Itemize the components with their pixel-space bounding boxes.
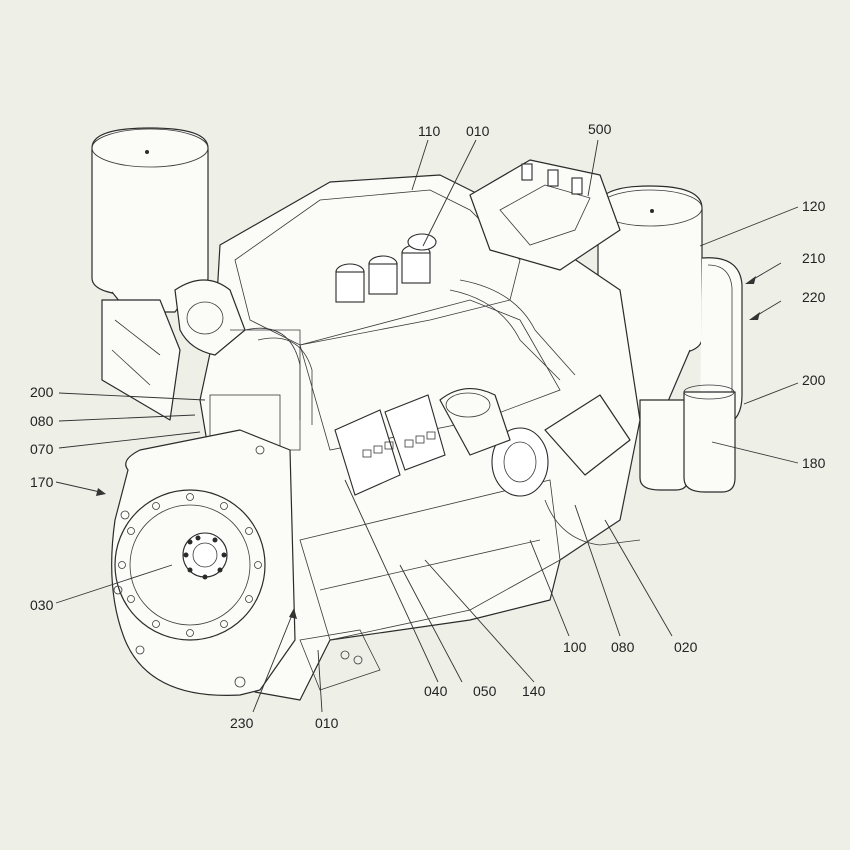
flywheel-housing (111, 429, 296, 696)
callout-230: 230 (230, 715, 254, 731)
callout-010-top: 010 (466, 123, 490, 139)
callout-120: 120 (802, 198, 826, 214)
control-modules (334, 394, 446, 496)
flywheel-bolts (118, 493, 262, 637)
callout-210: 210 (802, 250, 826, 266)
callout-070: 070 (30, 441, 54, 457)
oil-filter (639, 384, 736, 493)
callout-200-right: 200 (802, 372, 826, 388)
engine-drawing (91, 127, 743, 701)
left-air-filter (91, 127, 209, 421)
callout-100: 100 (563, 639, 587, 655)
fuel-injection-assembly (469, 159, 621, 271)
callout-200-left: 200 (30, 384, 54, 400)
leader-lines (55, 139, 799, 713)
turbocharger (439, 388, 631, 497)
callout-010-bottom: 010 (315, 715, 339, 731)
engine-block (174, 159, 641, 701)
callout-170: 170 (30, 474, 54, 490)
callout-180: 180 (802, 455, 826, 471)
callout-030: 030 (30, 597, 54, 613)
callout-220: 220 (802, 289, 826, 305)
callout-050: 050 (473, 683, 497, 699)
callout-080-left: 080 (30, 413, 54, 429)
callout-040: 040 (424, 683, 448, 699)
callout-140: 140 (522, 683, 546, 699)
callout-labels: 110 010 500 120 210 220 200 200 080 070 … (30, 121, 826, 731)
callout-500: 500 (588, 121, 612, 137)
callout-080-bottom: 080 (611, 639, 635, 655)
callout-110-top: 110 (418, 123, 441, 139)
cylinder-heads (335, 233, 437, 303)
callout-020: 020 (674, 639, 698, 655)
